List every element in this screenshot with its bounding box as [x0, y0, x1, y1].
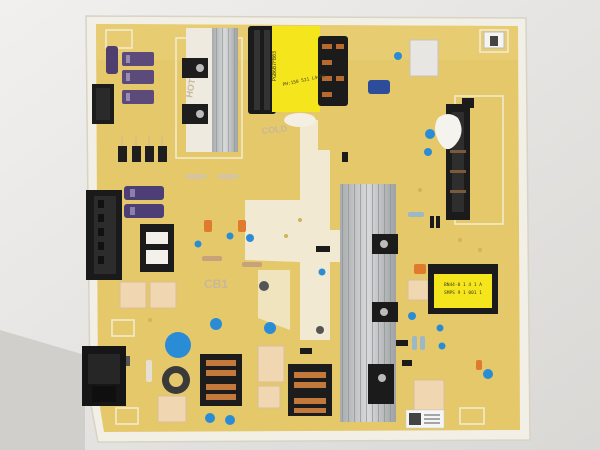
common-mode-chokes — [162, 354, 332, 416]
isolation-slot — [245, 120, 362, 340]
blue-electrolytic — [368, 80, 390, 94]
electrolytic-capacitors-mid — [124, 186, 164, 218]
relay — [140, 224, 174, 272]
output-inductor — [435, 98, 474, 220]
pfc-module: BN44-0 1 4 1 A SMPS 9 1 001 1 — [428, 264, 498, 314]
diode-row — [118, 146, 167, 162]
small-ics — [300, 152, 440, 366]
module-label-line2: SMPS 9 1 001 1 — [444, 290, 482, 296]
ac-input-connector — [82, 346, 126, 406]
secondary-heatsink — [340, 184, 398, 422]
label-cold: COLD — [261, 123, 288, 136]
electrolytic-capacitor-stack — [106, 46, 154, 104]
svg-text:PGB6B7FB03: PGB6B7FB03 — [272, 51, 278, 81]
primary-transistors — [182, 58, 208, 124]
orange-capacitors — [204, 220, 482, 370]
transformer-label-line1: PGB6B7FB03 — [272, 51, 278, 81]
module-label-line1: BN44-0 1 4 1 A — [444, 282, 482, 288]
resistors — [146, 174, 425, 382]
serial-sticker — [405, 409, 445, 429]
film-capacitors — [119, 39, 445, 423]
label-cb1: CB1 — [204, 277, 228, 291]
blue-ceramic-capacitors — [165, 52, 493, 425]
main-transformer: PGB6B7FB03 PH:150 521 L4460 — [248, 26, 348, 127]
connector-main-left — [86, 190, 122, 280]
label-hot: HOT — [184, 77, 197, 98]
